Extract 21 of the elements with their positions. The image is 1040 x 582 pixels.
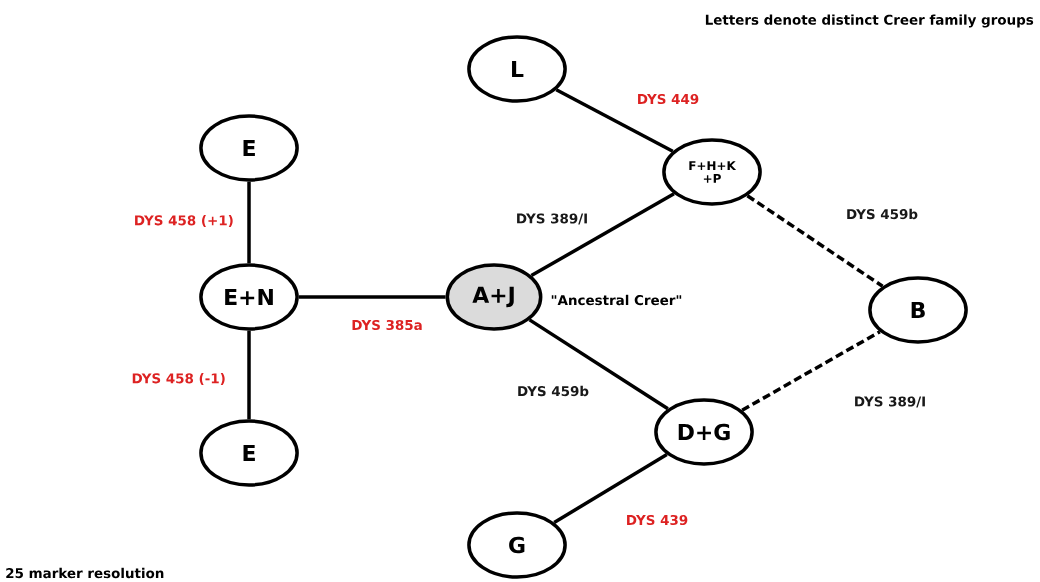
edge-label: DYS 458 (-1) — [130, 372, 227, 386]
edge-label: DYS 389/I — [852, 395, 928, 409]
note-text: 25 marker resolution — [6, 567, 164, 579]
edge-label: DYS 389/I — [514, 212, 590, 226]
edge-label: DYS 458 (+1) — [132, 214, 235, 228]
connector-line — [530, 192, 675, 278]
edge-label: DYS 449 — [635, 92, 701, 106]
connector-line — [553, 452, 668, 525]
connector-line — [247, 181, 251, 264]
connector-line — [247, 330, 251, 420]
beside-text: "Ancestral Creer" — [551, 294, 682, 306]
edge-label: DYS 459b — [845, 207, 919, 221]
connector-line — [298, 295, 446, 299]
edge-label: DYS 459b — [516, 384, 590, 398]
note-text: Letters denote distinct Creer family groups — [705, 14, 1034, 28]
edge-label: DYS 385a — [350, 318, 424, 332]
connector-line — [741, 330, 881, 412]
connector-line — [528, 318, 669, 411]
edge-label: DYS 439 — [624, 513, 690, 527]
connector-line — [555, 88, 674, 153]
connector-line — [746, 194, 884, 288]
